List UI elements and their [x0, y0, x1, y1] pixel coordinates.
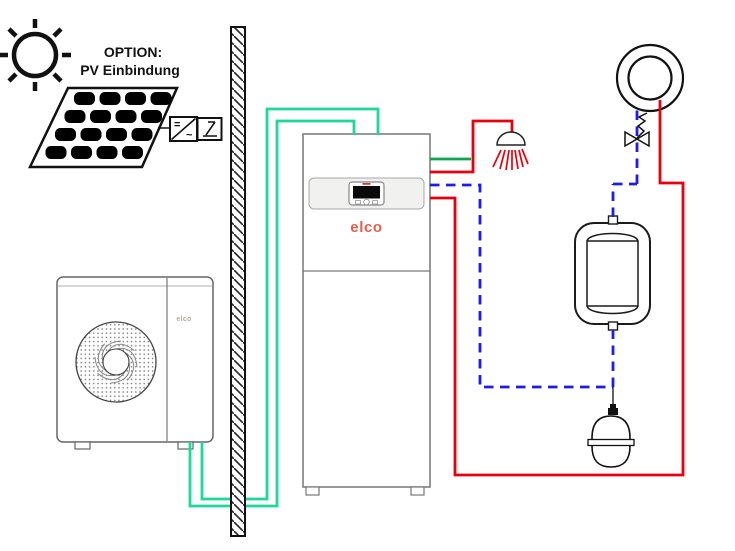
pv-cell-grid — [45, 92, 172, 159]
display-brand-mark — [362, 183, 371, 185]
pv-pipes — [188, 107, 380, 508]
tank-bottom-port — [607, 321, 619, 331]
pv-cell — [71, 146, 92, 159]
shower-icon — [492, 131, 529, 171]
display-button-right[interactable] — [372, 200, 378, 205]
pv-cell — [131, 128, 153, 141]
pv-cell — [55, 128, 76, 141]
pv-cell — [74, 92, 95, 105]
indoor-brand-logo: elco — [350, 219, 382, 236]
wall — [230, 26, 246, 537]
shower-spray — [492, 148, 529, 171]
outdoor-unit: elco — [56, 276, 214, 450]
grid-switch-icon — [196, 117, 223, 141]
indoor-unit: elco — [302, 133, 431, 496]
tank-top-port — [607, 215, 619, 225]
pv-cell — [141, 110, 162, 123]
solar-panel-icon — [28, 86, 179, 169]
option-subtitle: PV Einbindung — [80, 62, 180, 78]
display-button-left[interactable] — [355, 200, 361, 205]
expansion-vessel — [587, 387, 635, 468]
valve-icon — [624, 112, 650, 148]
pv-option-label: OPTION: PV Einbindung — [80, 44, 180, 78]
outdoor-foot — [74, 441, 91, 450]
heating-flow-pipe — [430, 100, 685, 477]
outdoor-foot — [177, 441, 194, 450]
pv-cell — [90, 110, 111, 123]
pv-cell — [106, 128, 127, 141]
display-unit[interactable] — [348, 181, 385, 206]
pv-cell — [125, 92, 146, 105]
dhw-pipe — [430, 119, 514, 174]
indoor-foot — [305, 486, 320, 496]
pv-cell — [122, 146, 143, 159]
dc-symbol: = — [174, 119, 180, 131]
inverter-icon: = ~ — [169, 116, 198, 142]
heating-return-pipe — [430, 108, 639, 389]
display-button-center[interactable] — [363, 198, 370, 206]
indoor-foot — [410, 486, 425, 496]
fan-icon — [75, 321, 157, 403]
option-title: OPTION: — [104, 44, 162, 60]
outdoor-brand-logo: elco — [176, 316, 191, 323]
pv-cell — [115, 110, 137, 123]
pv-pipe-b — [188, 119, 356, 508]
buffer-tank — [574, 215, 651, 331]
pv-cell — [150, 92, 172, 105]
pv-cell — [99, 92, 121, 105]
pv-cell — [96, 146, 118, 159]
vessel-band — [587, 438, 635, 447]
ac-symbol: ~ — [186, 130, 193, 142]
pv-pipe-a — [200, 107, 380, 501]
pv-cell — [80, 128, 102, 141]
pv-cell — [45, 146, 67, 159]
sun-icon — [0, 19, 71, 91]
heating-circuit-icon — [615, 43, 685, 113]
display-screen — [353, 186, 380, 199]
pv-cell — [64, 110, 86, 123]
